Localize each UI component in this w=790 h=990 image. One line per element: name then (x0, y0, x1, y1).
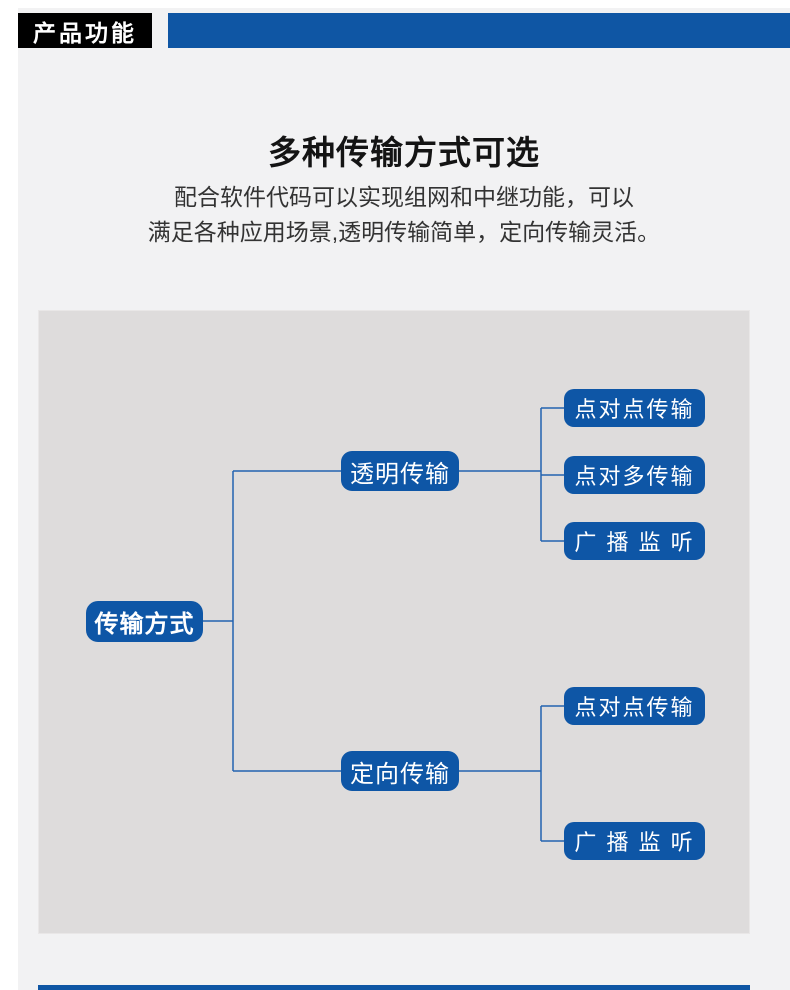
diagram-branch-transparent: 透明传输 (341, 451, 459, 491)
diagram-leaf-p2p-2: 点对点传输 (564, 687, 705, 725)
section-tag: 产品功能 (18, 13, 152, 48)
intro-description: 配合软件代码可以实现组网和中继功能，可以 满足各种应用场景,透明传输简单，定向传… (18, 180, 790, 250)
intro-line-1: 配合软件代码可以实现组网和中继功能，可以 (174, 184, 634, 210)
diagram-connector-lines (203, 407, 564, 842)
diagram-root-node: 传输方式 (86, 601, 203, 642)
page-title: 多种传输方式可选 (268, 134, 540, 171)
diagram-leaf-p2p-1: 点对点传输 (564, 389, 705, 427)
header-accent-bar (168, 13, 790, 48)
page-section: 产品功能 多种传输方式可选 配合软件代码可以实现组网和中继功能，可以 满足各种应… (18, 8, 790, 990)
diagram-branch-directional: 定向传输 (341, 751, 459, 791)
diagram-leaf-p2multi: 点对多传输 (564, 456, 705, 494)
diagram-panel: 传输方式 透明传输 定向传输 点对点传输 点对多传输 广 播 监 听 点对点传输… (38, 310, 750, 934)
intro-line-2: 满足各种应用场景,透明传输简单，定向传输灵活。 (147, 219, 661, 245)
section-tag-label: 产品功能 (33, 19, 137, 46)
diagram-leaf-broadcast-2: 广 播 监 听 (564, 822, 705, 860)
bottom-accent-bar (38, 985, 750, 990)
diagram-leaf-broadcast-1: 广 播 监 听 (564, 522, 705, 560)
